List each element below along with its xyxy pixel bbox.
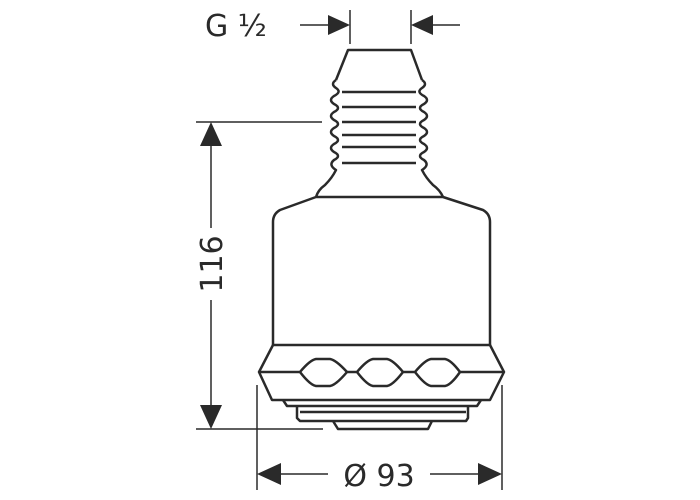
connector-nozzle [334,48,424,81]
diameter-dimension [256,385,503,490]
diamond-pattern [298,357,462,388]
arrow-right-icon [478,463,502,485]
body-shoulder [271,195,492,347]
height-dimension [196,121,323,430]
arrow-left-icon [411,15,433,35]
arrow-right-icon [328,15,350,35]
height-label: 116 [195,235,230,292]
thread-dimension [300,10,460,44]
thread-size-label: G ½ [205,9,267,44]
diameter-label: Ø 93 [343,459,414,494]
arrow-left-icon [257,463,281,485]
thread-left [314,78,340,198]
arrow-up-icon [200,122,222,146]
thread-lines [342,90,416,165]
arrow-down-icon [200,405,222,429]
thread-right [418,78,445,198]
face-ring [257,344,506,402]
spray-face-rings [281,399,483,431]
